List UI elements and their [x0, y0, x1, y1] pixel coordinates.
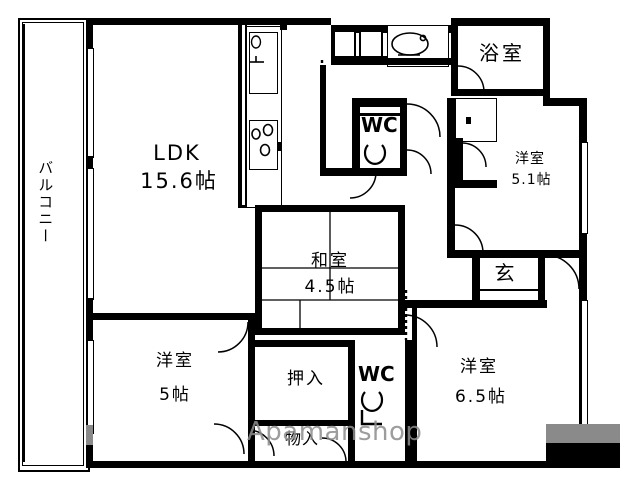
- door-arc-yoshitsu5: [217, 321, 249, 353]
- yoshitsu65-label-area: 6.5帖: [454, 387, 508, 407]
- wall-oshiire-right: [348, 340, 355, 461]
- wall-wc-upper-top: [352, 98, 407, 107]
- wall-bath-bottom: [451, 89, 550, 96]
- wall-stub-left-low: [86, 298, 93, 313]
- oshiire-label: 押入: [287, 369, 325, 389]
- wall-stub-left-bottom: [86, 445, 93, 468]
- legend-block-grey: [546, 424, 620, 443]
- door-arc-wc-upper: [406, 103, 441, 138]
- wall-utility-strip: [331, 56, 387, 65]
- balcony-label: バルコニー: [36, 160, 55, 245]
- wall-washitsu-bottom: [255, 328, 405, 335]
- door-arc-51-top: [461, 142, 487, 168]
- stove-knob: [277, 142, 282, 151]
- window-ldk-left-b: [87, 168, 94, 300]
- closet-51-box: [455, 98, 497, 142]
- wall-entrance-right: [538, 250, 545, 308]
- wall-right-upper: [543, 18, 550, 100]
- wall-stub-left-mid: [86, 156, 93, 168]
- wall-51-bottom: [447, 250, 587, 258]
- legend-block-black: [546, 443, 620, 468]
- ldk-label-area: 15.6帖: [140, 169, 218, 193]
- door-arc-entrance: [544, 254, 580, 290]
- wall-hall-left-upper: [320, 65, 326, 176]
- wall-ldk-to-washitsu: [255, 205, 405, 212]
- wall-monoire-top: [255, 420, 350, 426]
- monoire-label: 物入: [284, 429, 319, 448]
- wall-entrance-left: [472, 250, 480, 308]
- door-arc-ldk-bottom: [213, 423, 245, 455]
- window-51-right: [581, 142, 588, 234]
- toilet-bowl-upper-icon: [363, 144, 387, 165]
- window-65-right: [581, 300, 588, 432]
- bathroom-label: 浴室: [479, 41, 525, 65]
- wall-wc-upper-left: [352, 98, 360, 174]
- wall-right-top-connect: [543, 98, 587, 106]
- yoshitsu51-label-name: 洋室: [515, 151, 545, 167]
- wall-entrance-corridor: [405, 300, 475, 308]
- wc-upper-text: WC: [361, 113, 398, 137]
- yoshitsu5-label-name: 洋室: [156, 351, 194, 371]
- wall-51-inner-bottom: [447, 180, 497, 188]
- wall-top: [86, 18, 331, 25]
- wall-ldk-right-upper: [280, 18, 287, 30]
- wall-5-right: [248, 313, 255, 461]
- toilet-bowl-lower-icon: [360, 391, 384, 412]
- wall-wc-upper-bottom: [320, 168, 407, 176]
- wall-51-left: [447, 98, 455, 258]
- wall-51-inner: [455, 138, 463, 188]
- kitchen-sink: [249, 32, 278, 94]
- washing-machine-slot-b: [359, 30, 383, 60]
- wall-entrance-bottom: [472, 300, 547, 308]
- closet-51-marker: [466, 117, 471, 124]
- wall-wc-upper-right: [400, 107, 407, 174]
- wall-65-left: [412, 308, 417, 461]
- wall-washitsu-left: [255, 205, 262, 335]
- washitsu-label-name: 和室: [311, 251, 349, 271]
- wc-upper-divider: [360, 113, 400, 116]
- yoshitsu51-label-area: 5.1帖: [511, 172, 552, 188]
- washitsu-label-area: 4.5帖: [304, 277, 357, 297]
- wall-washitsu-right: [398, 205, 405, 335]
- door-arc-hall-mid: [406, 149, 432, 175]
- wall-oshiire-top: [255, 340, 355, 347]
- wc-lower-label: WC: [358, 362, 395, 386]
- wall-stub-grey-left: [86, 425, 93, 445]
- yoshitsu65-label-name: 洋室: [460, 357, 498, 377]
- wall-bath-left: [451, 25, 458, 95]
- window-ldk-left-a: [87, 48, 94, 158]
- wall-bottom: [86, 461, 546, 468]
- wall-basin-bottom: [387, 58, 451, 65]
- yoshitsu5-label-area: 5帖: [159, 385, 191, 405]
- wc-upper-label: WC: [361, 113, 398, 137]
- kitchen-partition-wall: [238, 25, 242, 208]
- balcony-inner-edge: [22, 22, 84, 466]
- wc-lower-text: WC: [358, 362, 395, 386]
- entrance-label: 玄: [494, 261, 516, 285]
- wall-top-right-b: [451, 18, 550, 26]
- wall-ldk-bottom: [86, 313, 256, 320]
- watermark: Apamanshop: [247, 417, 423, 447]
- door-arc-51-bottom: [454, 224, 484, 254]
- window-yoshitsu5-left: [87, 340, 94, 434]
- gas-stove: [249, 120, 278, 170]
- ldk-label-name: LDK: [153, 141, 201, 165]
